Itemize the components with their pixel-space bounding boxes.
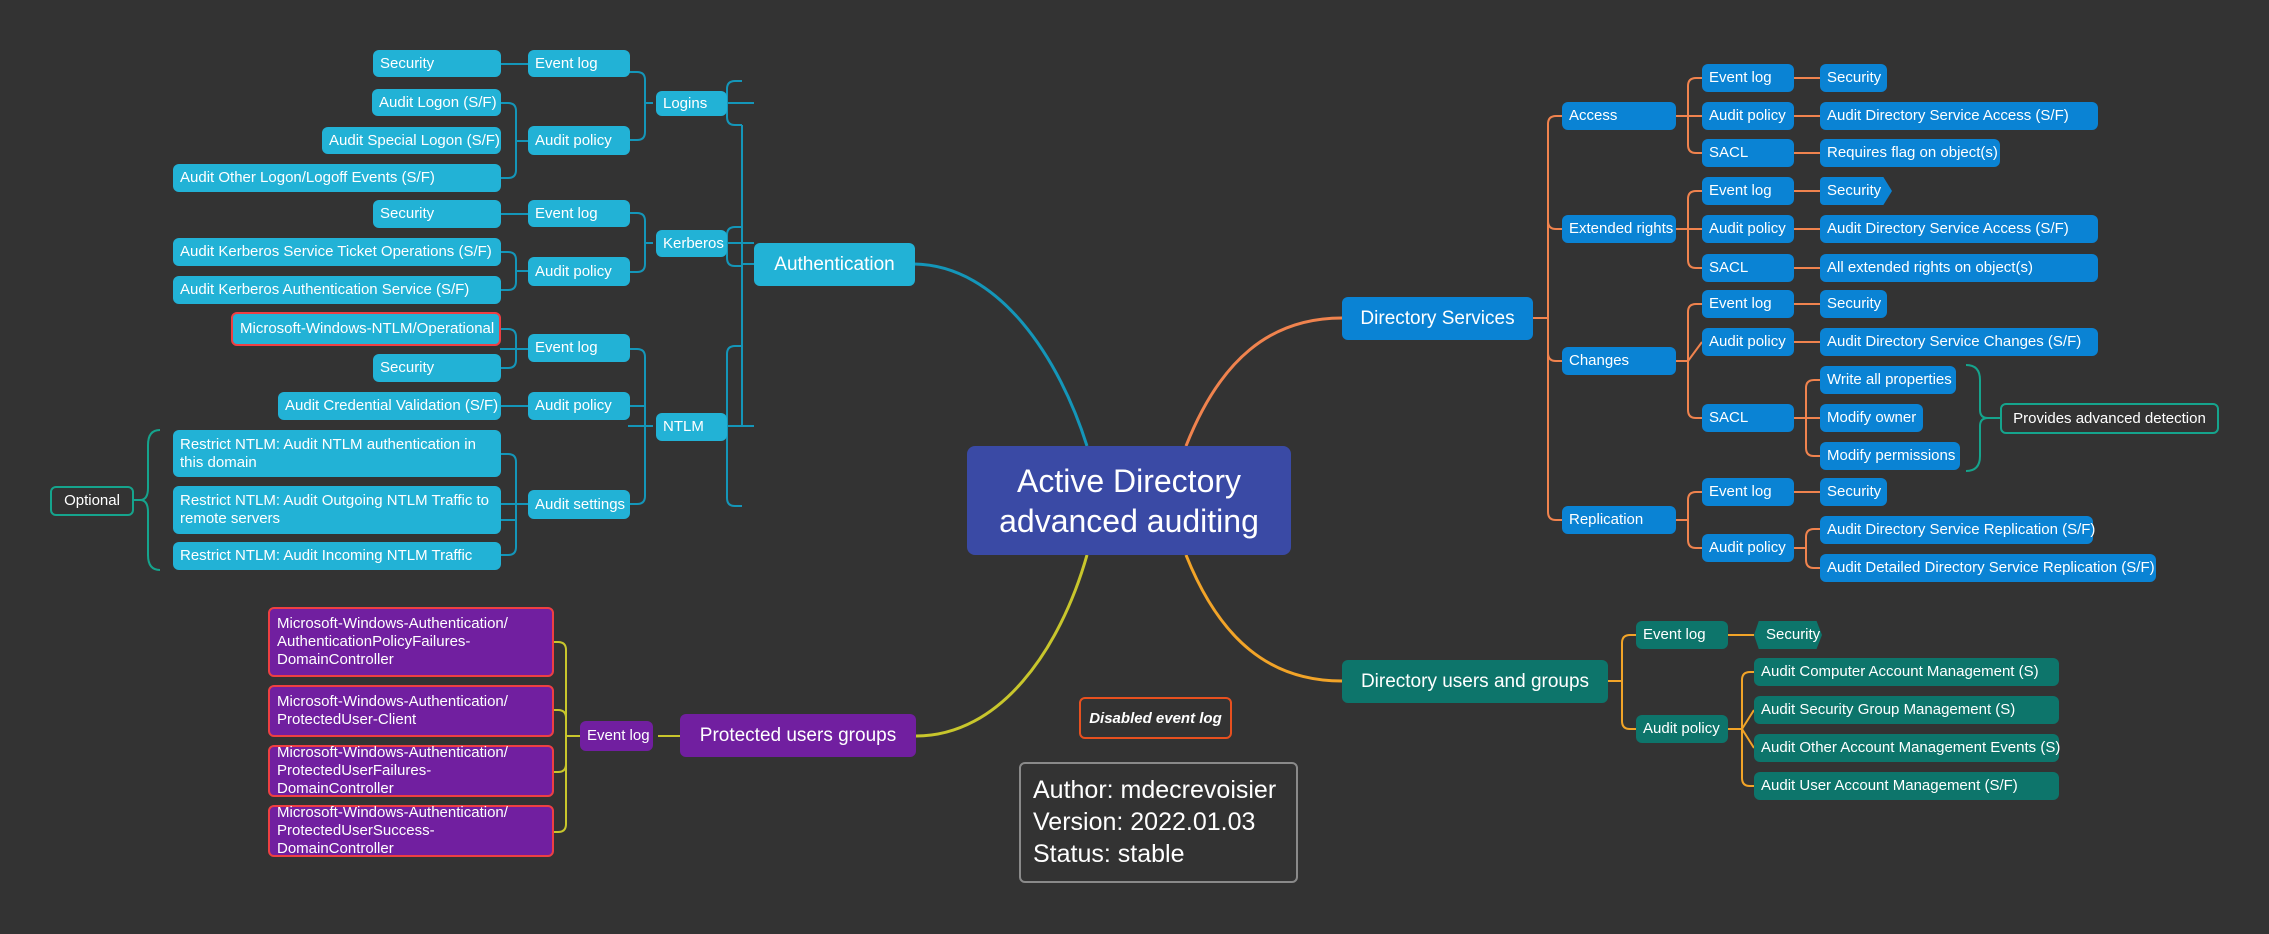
kerberos-event-source-security[interactable]: Security [373, 200, 501, 228]
setting-restrict-ntlm-incoming[interactable]: Restrict NTLM: Audit Incoming NTLM Traff… [173, 542, 501, 570]
directory-users-lines [1608, 634, 1755, 787]
branch-protected-users [915, 554, 1089, 738]
advanced-detection-note: Provides advanced detection [2000, 403, 2219, 434]
changes-event-source-security[interactable]: Security [1820, 290, 1887, 318]
extended-rights-node[interactable]: Extended rights [1562, 215, 1676, 243]
ntlm-audit-settings-node[interactable]: Audit settings [528, 490, 630, 519]
protected-users-lines [554, 641, 680, 833]
branch-directory-users [1184, 554, 1343, 683]
directory-services-lines [1533, 77, 1820, 569]
access-sacl-node[interactable]: SACL [1702, 139, 1794, 167]
event-source-ntlm-operational-disabled[interactable]: Microsoft-Windows-NTLM/Operational [231, 312, 501, 346]
replication-audit-policy-node[interactable]: Audit policy [1702, 534, 1794, 562]
directory-users-event-source-security[interactable]: Security [1754, 621, 1822, 649]
extended-rights-sacl-node[interactable]: SACL [1702, 254, 1794, 282]
disabled-event-log-legend: Disabled event log [1079, 697, 1232, 739]
event-source-protected-user-failures-disabled[interactable]: Microsoft-Windows-Authentication/ Protec… [268, 744, 554, 797]
policy-audit-security-group-mgmt[interactable]: Audit Security Group Management (S) [1754, 696, 2059, 724]
authentication-lines [500, 63, 754, 556]
directory-users-audit-policy-node[interactable]: Audit policy [1636, 715, 1728, 743]
kerberos-event-log-node[interactable]: Event log [528, 200, 630, 227]
author-line: Author: mdecrevoisier [1033, 776, 1277, 804]
policy-audit-ds-access[interactable]: Audit Directory Service Access (S/F) [1820, 102, 2098, 130]
sacl-all-extended-rights[interactable]: All extended rights on object(s) [1820, 254, 2098, 282]
extended-rights-event-log-node[interactable]: Event log [1702, 177, 1794, 205]
policy-audit-user-account-mgmt[interactable]: Audit User Account Management (S/F) [1754, 772, 2059, 800]
directory-users-node[interactable]: Directory users and groups [1342, 660, 1608, 703]
logins-event-source-security[interactable]: Security [373, 50, 501, 77]
optional-note: Optional [50, 486, 134, 516]
event-source-protected-user-client-disabled[interactable]: Microsoft-Windows-Authentication/ Protec… [268, 685, 554, 737]
setting-restrict-ntlm-domain[interactable]: Restrict NTLM: Audit NTLM authentication… [173, 430, 501, 477]
policy-audit-ds-changes[interactable]: Audit Directory Service Changes (S/F) [1820, 328, 2098, 356]
policy-audit-other-logon-logoff[interactable]: Audit Other Logon/Logoff Events (S/F) [173, 164, 501, 192]
logins-audit-policy-node[interactable]: Audit policy [528, 126, 630, 155]
policy-audit-logon[interactable]: Audit Logon (S/F) [372, 89, 501, 116]
status-line: Status: stable [1033, 840, 1185, 868]
root-node[interactable]: Active Directory advanced auditing [967, 446, 1291, 555]
policy-audit-other-account-mgmt[interactable]: Audit Other Account Management Events (S… [1754, 734, 2060, 762]
policy-audit-credential-validation[interactable]: Audit Credential Validation (S/F) [278, 392, 501, 420]
access-audit-policy-node[interactable]: Audit policy [1702, 102, 1794, 130]
logins-node[interactable]: Logins [656, 91, 727, 116]
main-branches [913, 262, 1343, 738]
policy-audit-ds-access-extended[interactable]: Audit Directory Service Access (S/F) [1820, 215, 2098, 243]
changes-event-log-node[interactable]: Event log [1702, 290, 1794, 318]
changes-node[interactable]: Changes [1562, 347, 1676, 375]
ntlm-event-source-security[interactable]: Security [373, 354, 501, 382]
version-line: Version: 2022.01.03 [1033, 808, 1256, 836]
extended-rights-audit-policy-node[interactable]: Audit policy [1702, 215, 1794, 243]
replication-event-source-security[interactable]: Security [1820, 478, 1887, 506]
policy-audit-detailed-ds-replication[interactable]: Audit Detailed Directory Service Replica… [1820, 554, 2156, 582]
optional-bracket [134, 429, 161, 571]
replication-node[interactable]: Replication [1562, 506, 1676, 534]
protected-users-node[interactable]: Protected users groups [680, 714, 916, 757]
setting-restrict-ntlm-outgoing[interactable]: Restrict NTLM: Audit Outgoing NTLM Traff… [173, 486, 501, 534]
kerberos-node[interactable]: Kerberos [656, 230, 727, 257]
sacl-modify-owner[interactable]: Modify owner [1820, 404, 1923, 432]
sacl-write-all-properties[interactable]: Write all properties [1820, 366, 1956, 394]
protected-users-event-log-node[interactable]: Event log [580, 721, 653, 751]
root-title-line1: Active Directory [1016, 462, 1242, 499]
directory-services-node[interactable]: Directory Services [1342, 297, 1533, 340]
advanced-detection-bracket [1965, 364, 2000, 472]
kerberos-audit-policy-node[interactable]: Audit policy [528, 257, 630, 286]
root-title-line2: advanced auditing [999, 502, 1259, 539]
sacl-requires-flag[interactable]: Requires flag on object(s) [1820, 139, 2000, 167]
policy-audit-ds-replication[interactable]: Audit Directory Service Replication (S/F… [1820, 516, 2095, 544]
access-event-source-security[interactable]: Security [1820, 64, 1887, 92]
access-event-log-node[interactable]: Event log [1702, 64, 1794, 92]
metadata-box: Author: mdecrevoisier Version: 2022.01.0… [1019, 762, 1298, 883]
directory-users-event-log-node[interactable]: Event log [1636, 621, 1728, 649]
changes-sacl-node[interactable]: SACL [1702, 404, 1794, 432]
policy-audit-special-logon[interactable]: Audit Special Logon (S/F) [322, 127, 501, 154]
authentication-node[interactable]: Authentication [754, 243, 915, 286]
branch-directory-services [1184, 316, 1343, 447]
event-source-protected-user-success-disabled[interactable]: Microsoft-Windows-Authentication/ Protec… [268, 804, 554, 857]
policy-audit-kerberos-service-ticket[interactable]: Audit Kerberos Service Ticket Operations… [173, 238, 501, 266]
ntlm-node[interactable]: NTLM [656, 413, 727, 441]
changes-audit-policy-node[interactable]: Audit policy [1702, 328, 1794, 356]
sacl-modify-permissions[interactable]: Modify permissions [1820, 442, 1960, 470]
replication-event-log-node[interactable]: Event log [1702, 478, 1794, 506]
ntlm-event-log-node[interactable]: Event log [528, 334, 630, 362]
policy-audit-kerberos-authentication[interactable]: Audit Kerberos Authentication Service (S… [173, 276, 501, 304]
access-node[interactable]: Access [1562, 102, 1676, 130]
extended-rights-event-source-security[interactable]: Security [1820, 177, 1892, 205]
policy-audit-computer-account-mgmt[interactable]: Audit Computer Account Management (S) [1754, 658, 2059, 686]
ntlm-audit-policy-node[interactable]: Audit policy [528, 392, 630, 420]
event-source-authentication-policy-failures-disabled[interactable]: Microsoft-Windows-Authentication/ Authen… [268, 607, 554, 677]
branch-authentication [913, 262, 1089, 447]
logins-event-log-node[interactable]: Event log [528, 50, 630, 77]
